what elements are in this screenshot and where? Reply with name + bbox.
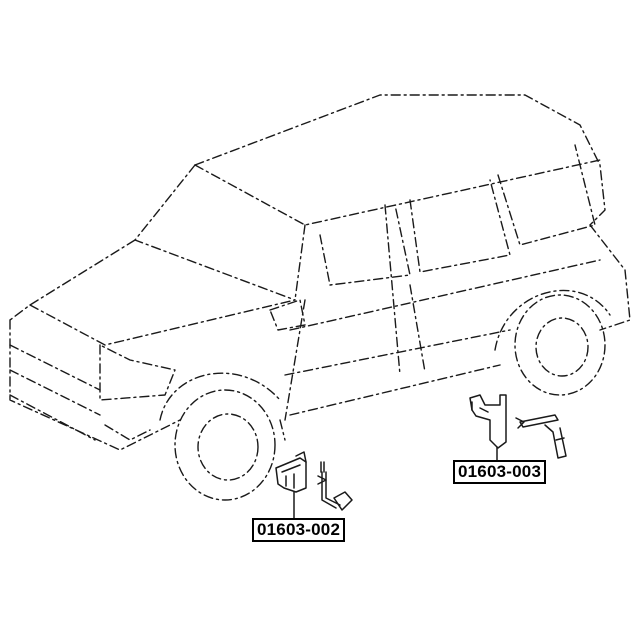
suv-outline	[9, 94, 631, 501]
rear-height-sensor-part	[469, 394, 567, 461]
front-height-sensor-part	[275, 451, 353, 519]
part-number-label-rear: 01603-003	[453, 460, 547, 484]
part-number-label-front: 01603-002	[252, 518, 346, 542]
